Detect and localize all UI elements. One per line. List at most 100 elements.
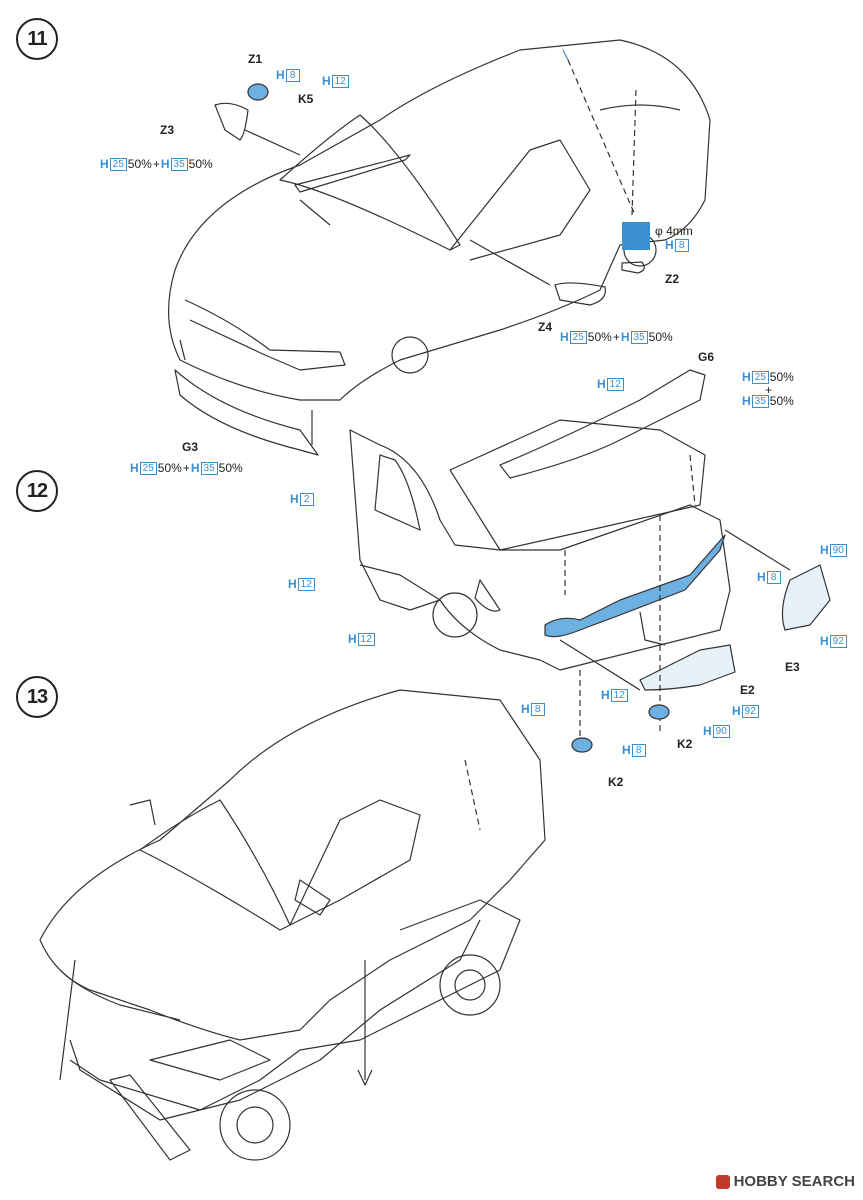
paint-ratio: 50% (587, 330, 612, 344)
paint-code: 35 (751, 394, 769, 408)
watermark: HOBBY SEARCH (715, 1173, 855, 1190)
paint-prefix: H (757, 570, 766, 584)
paint-ratio: 50% (127, 157, 152, 171)
paint-prefix: H (276, 68, 285, 82)
paint-prefix: H (521, 702, 530, 716)
paint-prefix: H (665, 238, 674, 252)
plus-sign: + (612, 330, 620, 344)
plus-sign: + (182, 461, 190, 475)
paint-prefix: H (560, 330, 569, 344)
paint-prefix: H (348, 632, 357, 646)
paint-code: 25 (139, 461, 157, 475)
paint-prefix: H (597, 377, 606, 391)
paint-code: 8 (674, 238, 689, 252)
paint-prefix: H (732, 704, 741, 718)
paint-prefix: H (820, 543, 829, 557)
paint-code: 35 (170, 157, 188, 171)
paint-prefix: H (322, 74, 331, 88)
part-label-g3: G3 (182, 440, 199, 454)
part-label-z1: Z1 (248, 52, 263, 66)
plus-sign: + (765, 383, 773, 397)
part-label-z4: Z4 (538, 320, 553, 334)
paint-prefix: H (742, 394, 751, 408)
part-label-g6: G6 (698, 350, 715, 364)
paint-prefix: H (100, 157, 109, 171)
part-label-k5: K5 (298, 92, 314, 106)
paint-code: 12 (297, 577, 315, 591)
paint-code: 12 (610, 688, 628, 702)
paint-code: 90 (829, 543, 847, 557)
step-number-12: 12 (16, 470, 58, 512)
paint-code: 8 (530, 702, 545, 716)
car-body-step11 (168, 39, 711, 456)
paint-code: 12 (331, 74, 349, 88)
plus-g6: + (765, 383, 772, 397)
paint-ratio: 50% (157, 461, 182, 475)
paint-code: 25 (109, 157, 127, 171)
paint-code: 90 (712, 724, 730, 738)
part-label-k2-left: K2 (608, 775, 624, 789)
step-number-13: 13 (16, 676, 58, 718)
part-label-k2-right: K2 (677, 737, 693, 751)
paint-code: 8 (766, 570, 781, 584)
part-label-z3: Z3 (160, 123, 175, 137)
paint-code: 92 (829, 634, 847, 648)
paint-code: 2 (299, 492, 314, 506)
paint-prefix: H (703, 724, 712, 738)
paint-prefix: H (190, 461, 200, 475)
paint-code: 25 (751, 370, 769, 384)
paint-prefix: H (160, 157, 170, 171)
paint-code: 35 (630, 330, 648, 344)
part-label-e3: E3 (785, 660, 800, 674)
paint-prefix: H (288, 577, 297, 591)
paint-ratio: 50% (648, 330, 673, 344)
car-rear-step12 (349, 369, 831, 691)
step-number-11: 11 (16, 18, 58, 60)
paint-prefix: H (601, 688, 610, 702)
paint-ratio: 50% (218, 461, 243, 475)
part-label-e2: E2 (740, 683, 755, 697)
paint-code: 8 (631, 743, 646, 757)
paint-code: 25 (569, 330, 587, 344)
paint-ratio: 50% (769, 370, 794, 384)
paint-code: 12 (357, 632, 375, 646)
watermark-text: HOBBY SEARCH (733, 1173, 855, 1190)
paint-prefix: H (742, 370, 751, 384)
paint-ratio: 50% (188, 157, 213, 171)
paint-ratio: 50% (769, 394, 794, 408)
hobby-search-logo-icon (715, 1174, 730, 1189)
paint-prefix: H (820, 634, 829, 648)
paint-prefix: H (130, 461, 139, 475)
paint-code: 35 (200, 461, 218, 475)
drill-size-label: φ 4mm (655, 224, 693, 238)
paint-prefix: H (620, 330, 630, 344)
car-on-chassis-step13 (39, 689, 546, 1161)
paint-code: 12 (606, 377, 624, 391)
paint-prefix: H (622, 743, 631, 757)
paint-code: 92 (741, 704, 759, 718)
drill-icon (622, 222, 650, 250)
paint-prefix: H (290, 492, 299, 506)
paint-code: 8 (285, 68, 300, 82)
